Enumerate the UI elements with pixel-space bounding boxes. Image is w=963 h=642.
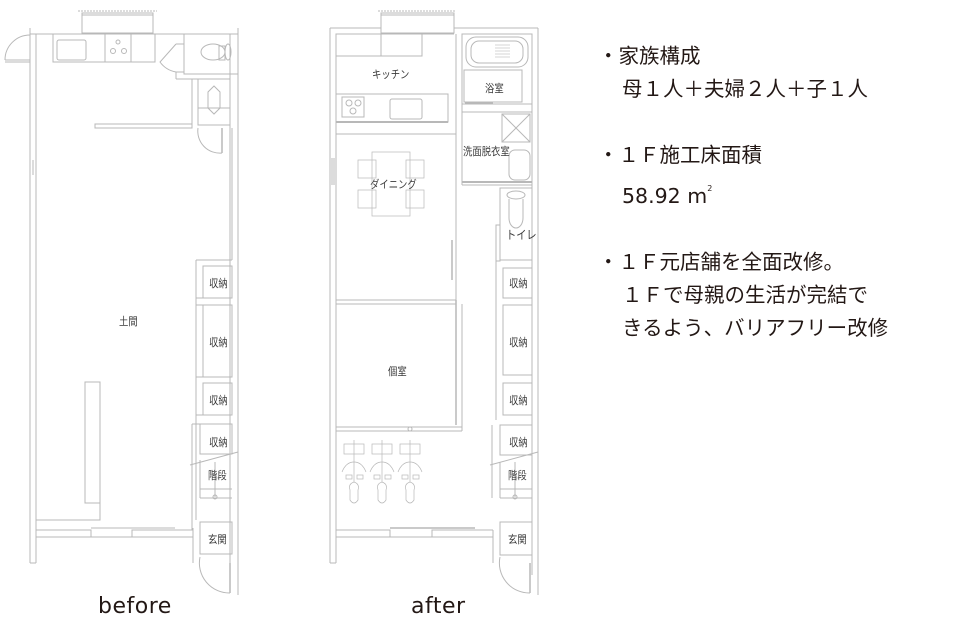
room-label-entrance: 玄関 (208, 533, 227, 546)
room-label-storage: 収納 (509, 436, 528, 449)
project-info: ・家族構成 母１人＋夫婦２人＋子１人 ・１Ｆ施工床面積 58.92 m2 ・１Ｆ… (598, 40, 958, 378)
room-label-dining: ダイニング (370, 178, 417, 191)
after-floor-plan: キッチン 浴室 洗面脱衣室 ダイニング トイレ 個室 収納 収納 収納 収納 階… (320, 0, 550, 600)
room-label-storage: 収納 (209, 336, 228, 349)
room-label-stairs: 階段 (508, 469, 527, 482)
after-caption: after (411, 594, 466, 619)
room-label-storage: 収納 (509, 277, 528, 290)
family-composition: ・家族構成 母１人＋夫婦２人＋子１人 (598, 40, 958, 106)
area-heading: ・１Ｆ施工床面積 (598, 143, 762, 167)
renovation-line-3: きるよう、バリアフリー改修 (622, 316, 889, 340)
room-label-storage: 収納 (509, 394, 528, 407)
room-label-kitchen: キッチン (372, 68, 410, 81)
area-value-line: 58.92 m2 (598, 172, 958, 213)
room-label-bathroom: 浴室 (485, 82, 504, 95)
family-heading: ・家族構成 (598, 44, 701, 68)
room-label-doma: 土間 (119, 315, 138, 328)
room-label-private-room: 個室 (388, 365, 407, 378)
area-unit-sup: 2 (707, 184, 713, 193)
renovation-summary: ・１Ｆ元店舗を全面改修。 １Ｆで母親の生活が完結で きるよう、バリアフリー改修 (598, 246, 958, 345)
renovation-line-2: １Ｆで母親の生活が完結で (622, 283, 868, 307)
room-label-entrance: 玄関 (508, 533, 527, 546)
room-label-washroom: 洗面脱衣室 (463, 145, 510, 158)
after-plan-drawing (329, 10, 539, 595)
room-label-stairs: 階段 (208, 469, 227, 482)
room-label-toilet: トイレ (506, 228, 537, 242)
area-value: 58.92 m (622, 184, 708, 208)
before-floor-plan: 土間 収納 収納 収納 収納 階段 玄関 (0, 0, 250, 600)
before-plan-drawing (4, 10, 239, 595)
before-caption: before (98, 594, 172, 619)
room-label-storage: 収納 (209, 436, 228, 449)
floor-area: ・１Ｆ施工床面積 58.92 m2 (598, 139, 958, 213)
room-label-storage: 収納 (209, 277, 228, 290)
room-label-storage: 収納 (509, 336, 528, 349)
renovation-line-1: ・１Ｆ元店舗を全面改修。 (598, 250, 844, 274)
room-label-storage: 収納 (209, 394, 228, 407)
family-detail: 母１人＋夫婦２人＋子１人 (622, 77, 868, 101)
